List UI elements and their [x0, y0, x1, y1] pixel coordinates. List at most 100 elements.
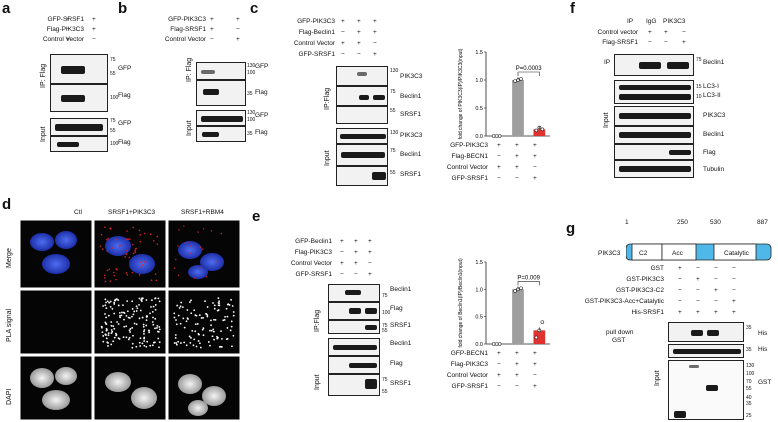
mw-marker: 100 [247, 70, 256, 76]
sign: + [696, 276, 700, 283]
sign: − [696, 298, 700, 305]
sign: − [340, 249, 344, 256]
mw-marker: 15 [696, 84, 702, 90]
blot-input-gfp [50, 118, 108, 136]
sign: − [732, 276, 736, 283]
blot-label: Beclin1 [703, 59, 725, 66]
domain-diagram [626, 243, 772, 261]
blot-label: His [758, 346, 768, 353]
sign: + [664, 29, 668, 36]
blot-ip-gfp [50, 54, 108, 84]
row-label: GFP-SRSF1 [295, 271, 332, 278]
mw-marker: 75 [110, 57, 116, 63]
blot-label: GFP [118, 65, 132, 72]
input-label: Input [186, 120, 193, 136]
sign: + [515, 164, 519, 171]
data-point [494, 342, 499, 346]
data-point [491, 134, 496, 138]
sign: − [714, 298, 718, 305]
blot-label: Flag [118, 92, 131, 99]
row-label: Control Vector [290, 260, 332, 267]
mw-marker: 10 [696, 94, 702, 100]
blot-flag [614, 144, 694, 160]
chart-row-label: Flag-BECN1 [451, 153, 488, 160]
blot-pik3c3 [614, 106, 694, 126]
blot-label: Beclin1 [400, 93, 422, 100]
blot-ip-beclin1 [328, 284, 380, 302]
sign: + [515, 153, 519, 160]
bar [512, 289, 524, 344]
blot-label: LC3-II [703, 92, 721, 99]
blot-ip-srsf1 [328, 320, 380, 334]
y-tick-label: 1.5 [475, 260, 483, 266]
y-tick-label: 0.5 [475, 106, 483, 112]
blot-input-flag [196, 126, 246, 142]
mw-marker: 130 [746, 363, 755, 369]
sign: + [732, 309, 736, 316]
mw-marker: 55 [110, 128, 116, 134]
sign: + [92, 16, 96, 23]
data-point [513, 289, 517, 293]
blot-pulldown-his [668, 322, 744, 342]
mw-marker: 100 [110, 141, 119, 147]
blot-label: SRSF1 [400, 111, 421, 118]
sign: − [678, 298, 682, 305]
sign: + [533, 383, 537, 390]
sign: + [648, 29, 652, 36]
input-label: Input [314, 374, 321, 390]
input-label: Input [40, 126, 47, 142]
mw-marker: 55 [746, 386, 752, 392]
blot-ip-flag [50, 84, 108, 112]
y-axis-label: fold change of Beclin1(IP)/Beclin1(input… [458, 258, 464, 348]
blot-label: LC3-I [703, 83, 719, 90]
mw-marker: 35 [746, 347, 752, 353]
panel-letter-d: d [2, 196, 12, 213]
sign: − [92, 36, 96, 43]
sign: − [368, 260, 372, 267]
blot-label: Beclin1 [390, 340, 412, 347]
blot-beclin1 [614, 126, 694, 144]
data-point [497, 342, 502, 346]
row-label: Flag-PIK3C3 [294, 249, 332, 256]
sign: + [66, 16, 70, 23]
blot-ip-pik3c3 [336, 66, 388, 86]
blot-label: GFP [118, 120, 132, 127]
mw-marker: 75 [696, 57, 702, 63]
blot-input-gfp [196, 110, 246, 126]
blot-tubulin [614, 160, 694, 178]
row-label: GFP-PIK3C3 [297, 18, 335, 25]
ip-label: IP [604, 59, 611, 66]
blot-label: Flag [390, 360, 403, 367]
sign: + [678, 309, 682, 316]
sign: − [357, 51, 361, 58]
row-label: Control Vector [42, 36, 84, 43]
blot-label: Flag [390, 305, 403, 312]
ip-label: IP:Flag [324, 87, 331, 110]
blot-label: Beclin1 [390, 286, 412, 293]
y-tick-label: 0.0 [475, 342, 483, 348]
row-label: Control Vector [293, 40, 335, 47]
sign: − [648, 39, 652, 46]
sign: + [373, 51, 377, 58]
row-label: His-SRSF1 [631, 309, 664, 316]
sign: − [341, 29, 345, 36]
mw-marker: 35 [247, 131, 253, 137]
blot-label: His [758, 330, 768, 337]
y-tick-label: 1.5 [475, 50, 483, 56]
sign: − [732, 287, 736, 294]
y-tick-label: 0.0 [475, 134, 483, 140]
mw-marker: 130 [247, 63, 256, 69]
sign: − [714, 265, 718, 272]
mw-marker: 100 [247, 117, 256, 123]
sign: + [357, 18, 361, 25]
row-label: Flag-SRSF1 [170, 26, 206, 33]
sign: + [341, 18, 345, 25]
row-label: GST [650, 265, 664, 272]
mw-marker: 75 [390, 148, 396, 154]
ip-header-label: IP [627, 18, 634, 25]
blot-label: Tubulin [703, 166, 725, 173]
sign: + [236, 16, 240, 23]
data-point [540, 320, 545, 324]
p-value-label: P=0.0003 [516, 66, 543, 72]
